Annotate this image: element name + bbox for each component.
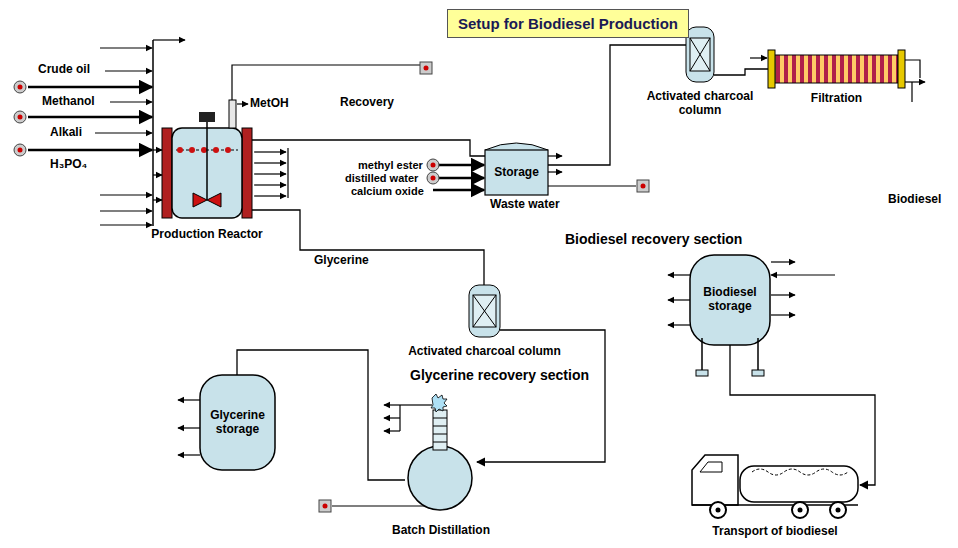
process-unit: Production Reactor [162, 128, 252, 218]
process-unit: Transport of biodiesel [690, 455, 860, 519]
section-title: Biodiesel recovery section [565, 232, 742, 247]
storage-tank: Storage [485, 150, 548, 195]
stream-label: Alkali [50, 126, 82, 139]
unit-label: Batch Distillation [392, 524, 490, 538]
edge-label: Glycerine [312, 254, 371, 267]
stream-label: Methanol [42, 95, 95, 108]
stream-label: distilled water [345, 172, 418, 184]
stream-label: Waste water [490, 198, 560, 211]
stream-label: Biodiesel [888, 193, 941, 206]
title-banner: Setup for Biodiesel Production [447, 9, 689, 38]
unit-label: Transport of biodiesel [712, 525, 837, 539]
process-unit: Activated charcoal column [469, 285, 500, 337]
stream-label: methyl ester [358, 159, 423, 171]
storage-tank: Biodiesel storage [690, 255, 770, 345]
unit-label: Filtration [811, 92, 862, 106]
unit-label: Glycerine storage [206, 409, 270, 437]
pipe-connector [548, 45, 686, 165]
process-unit: Activated charcoal column [686, 27, 714, 82]
unit-label: Production Reactor [151, 228, 262, 242]
pipe-connector [714, 69, 768, 75]
stream-label: Recovery [340, 96, 394, 109]
process-unit: Batch Distillation [405, 408, 477, 512]
unit-label: Activated charcoal column [644, 90, 756, 118]
stream-label: Crude oil [38, 63, 90, 76]
unit-label: Activated charcoal column [408, 345, 561, 359]
pipe-connector [730, 345, 875, 485]
pipe-connector [252, 210, 484, 285]
stream-label: H₃PO₄ [50, 158, 87, 171]
pipe-connector [252, 140, 485, 156]
storage-tank: Glycerine storage [200, 375, 275, 470]
stream-label: calcium oxide [351, 185, 424, 197]
section-title: Glycerine recovery section [410, 368, 589, 383]
process-unit: Filtration [768, 50, 905, 88]
unit-label: Storage [494, 166, 539, 180]
unit-label: Biodiesel storage [695, 286, 765, 314]
stream-label: MetOH [250, 97, 289, 110]
